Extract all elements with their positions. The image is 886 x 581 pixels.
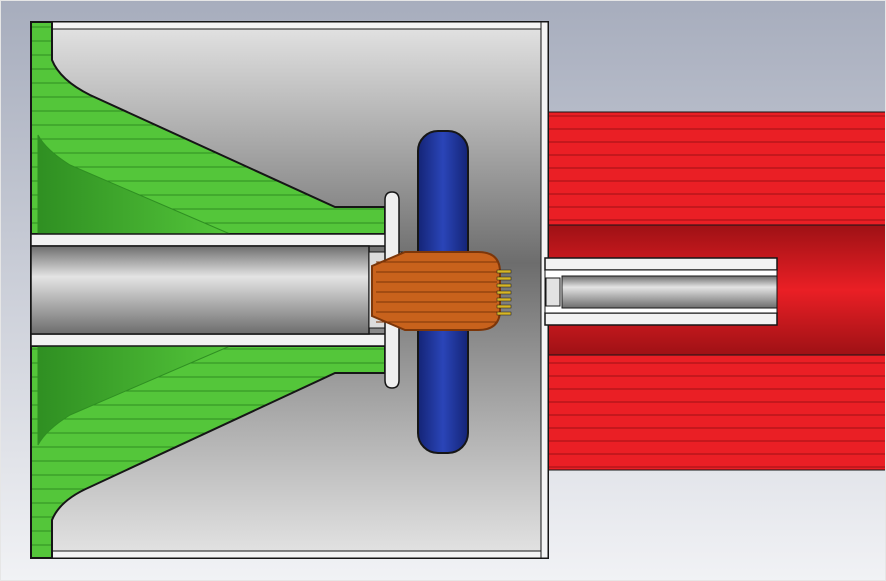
gold-pin — [496, 311, 512, 316]
gold-pin — [496, 269, 512, 274]
green-dielectric-horn — [30, 21, 386, 559]
red-cable — [544, 111, 886, 471]
gold-pins — [496, 269, 512, 316]
gold-pin — [496, 304, 512, 309]
gold-pin — [496, 276, 512, 281]
copper-core — [371, 251, 512, 331]
gold-pin — [496, 297, 512, 302]
left-coax-tube — [30, 233, 404, 347]
right-coax-tube — [544, 257, 778, 326]
gold-pin — [496, 290, 512, 295]
gold-pin — [496, 283, 512, 288]
copper-core-lines — [376, 261, 497, 323]
